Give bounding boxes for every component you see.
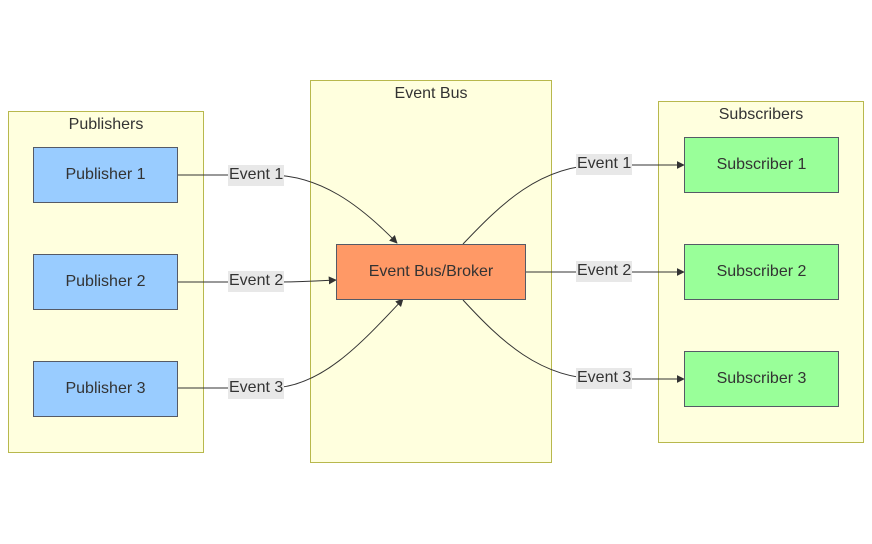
subscriber-3-label: Subscriber 3: [716, 370, 807, 387]
subscriber-2-node[interactable]: Subscriber 2: [684, 244, 839, 300]
subscriber-3-node[interactable]: Subscriber 3: [684, 351, 839, 407]
publisher-3-node[interactable]: Publisher 3: [33, 361, 178, 417]
edge-broker-to-s3: [462, 299, 685, 383]
edge-broker-to-s1: [462, 161, 685, 245]
event-bus-broker-label: Event Bus/Broker: [368, 263, 494, 280]
publisher-2-label: Publisher 2: [65, 273, 146, 290]
edge-label-p3-event-3: Event 3: [228, 378, 285, 399]
edge-label-s2-event-2: Event 2: [576, 261, 633, 282]
publisher-1-node[interactable]: Publisher 1: [33, 147, 178, 203]
subscribers-group-title: Subscribers: [718, 106, 804, 123]
event-bus-group-title: Event Bus: [394, 85, 468, 102]
event-bus-broker-node[interactable]: Event Bus/Broker: [336, 244, 526, 300]
subscriber-1-label: Subscriber 1: [716, 156, 807, 173]
publisher-2-node[interactable]: Publisher 2: [33, 254, 178, 310]
subscriber-2-label: Subscriber 2: [716, 263, 807, 280]
edge-label-s3-event-3: Event 3: [576, 368, 633, 389]
publisher-3-label: Publisher 3: [65, 380, 146, 397]
edge-p1-to-broker: [178, 174, 398, 244]
publisher-1-label: Publisher 1: [65, 166, 146, 183]
edge-p3-to-broker: [178, 298, 404, 389]
subscriber-1-node[interactable]: Subscriber 1: [684, 137, 839, 193]
edge-label-p2-event-2: Event 2: [228, 271, 285, 292]
publishers-group-title: Publishers: [68, 116, 144, 133]
edge-label-s1-event-1: Event 1: [576, 154, 633, 175]
edge-label-p1-event-1: Event 1: [228, 165, 285, 186]
